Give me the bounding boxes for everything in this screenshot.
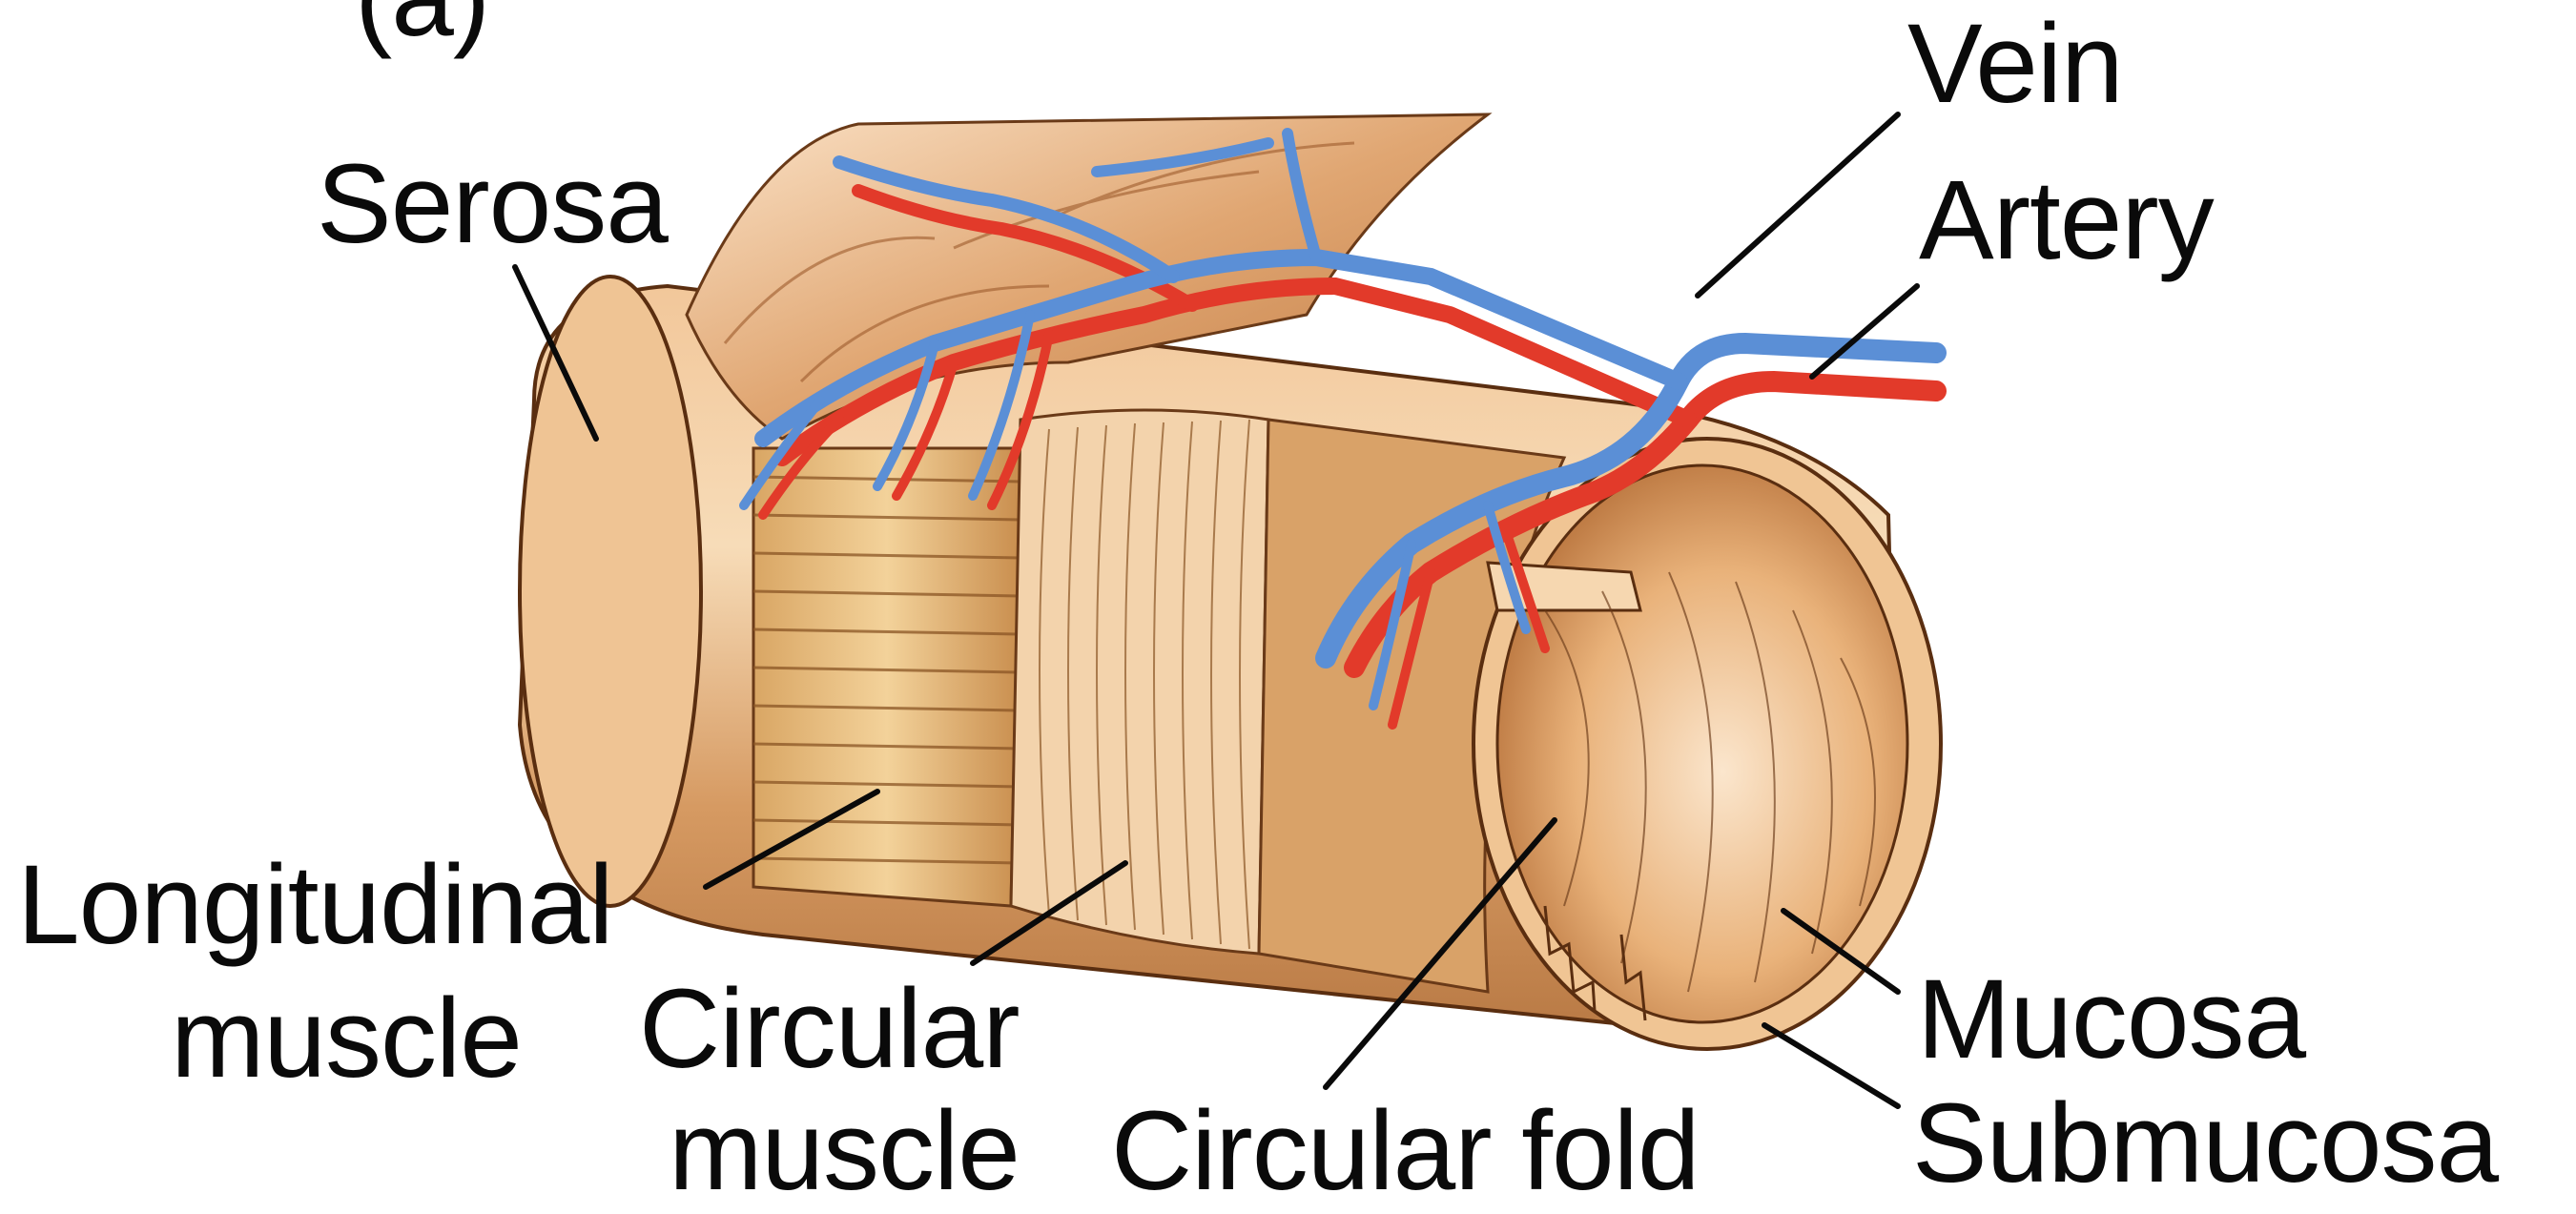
label-serosa: Serosa: [317, 148, 668, 260]
leader-vein: [1698, 114, 1898, 296]
leader-artery: [1812, 286, 1917, 377]
label-mucosa: Mucosa: [1917, 963, 2305, 1076]
label-circular-muscle-line1: Circular: [639, 973, 1020, 1085]
label-submucosa: Submucosa: [1912, 1087, 2498, 1200]
panel-letter: (a): [355, 0, 489, 53]
circular-muscle-layer: [1011, 410, 1268, 954]
lumen-opening: [1473, 439, 1941, 1049]
label-longitudinal-line1: Longitudinal: [17, 849, 612, 961]
label-circular-muscle-line2: muscle: [629, 1095, 1059, 1207]
label-circular-fold: Circular fold: [1111, 1095, 1700, 1207]
label-longitudinal-line2: muscle: [17, 982, 675, 1095]
label-artery: Artery: [1919, 164, 2214, 277]
label-vein: Vein: [1907, 8, 2123, 120]
leader-submucosa: [1764, 1025, 1898, 1106]
